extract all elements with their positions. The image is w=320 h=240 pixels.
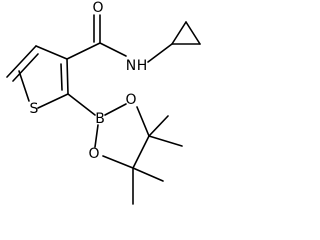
bond-cpr-b — [171, 21, 187, 45]
atom-label-sulfur: S — [30, 101, 39, 117]
atom-label-hydrogen: H — [137, 58, 148, 74]
bond-c2-b — [67, 93, 96, 116]
bond-c2-s — [37, 93, 69, 109]
bond-c5-c4-inner — [12, 53, 39, 82]
bond-c3-carbonyl — [66, 42, 101, 60]
bond-cpr-c — [185, 21, 201, 45]
bond-c4-c3 — [35, 45, 68, 60]
bond-c3-c2-inner — [60, 63, 63, 91]
atom-label-nitrogen: N — [126, 58, 136, 74]
bond-carbonyl-n — [99, 42, 127, 57]
bond-c-o2 — [102, 155, 134, 169]
bond-me-3 — [132, 167, 164, 182]
atom-label-boron: B — [95, 111, 105, 127]
atom-label-boronate-oxygen-2: O — [88, 146, 99, 162]
atom-label-carbonyl-oxygen: O — [92, 0, 103, 16]
bond-n-cpr — [147, 43, 173, 63]
bond-c5-c4 — [6, 45, 37, 78]
atom-label-boronate-oxygen-1: O — [125, 92, 136, 108]
bond-me-1 — [148, 135, 183, 147]
bond-s-c5 — [18, 70, 30, 102]
bond-c3-c2 — [66, 58, 69, 95]
molecule-structure-diagram: O N H S B O O — [6, 0, 201, 205]
bond-me-2 — [148, 115, 169, 137]
bond-o1-c — [136, 106, 150, 137]
bond-o2-b — [94, 124, 99, 148]
bond-b-o1 — [104, 103, 127, 116]
bond-c-c — [132, 135, 150, 169]
